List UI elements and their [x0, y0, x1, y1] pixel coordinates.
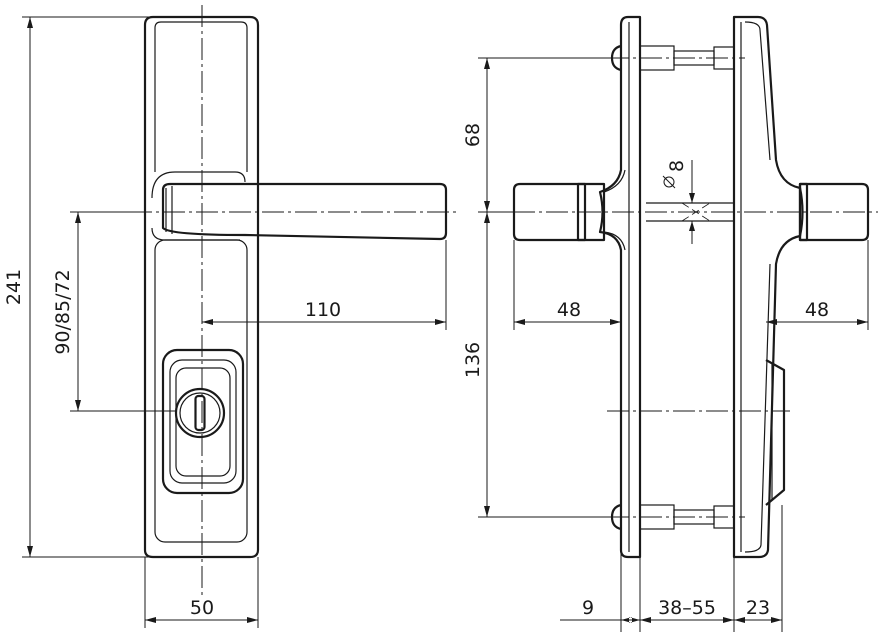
dim-handle-axis-to-key: 90/85/72	[52, 269, 74, 354]
outer-plate-profile	[598, 15, 642, 559]
dimension-lines	[22, 16, 869, 632]
outer-lever-stub	[512, 182, 606, 242]
escutcheon-plate	[143, 15, 260, 559]
dim-axis-to-lower-bolt: 136	[462, 342, 484, 378]
dim-overall-height: 241	[3, 269, 25, 305]
diameter-icon	[662, 175, 676, 189]
dim-outer-plate-thickness: 9	[582, 597, 594, 619]
inner-lever-stub	[798, 182, 870, 242]
key-slot	[194, 394, 206, 432]
lower-recess	[154, 239, 248, 543]
cylinder-guard	[161, 348, 245, 495]
cylinder-guard-profile	[765, 359, 786, 506]
front-view	[130, 5, 460, 595]
dim-upper-bolt-to-axis: 68	[462, 123, 484, 147]
dim-plate-width: 50	[190, 597, 214, 619]
side-view	[480, 15, 878, 559]
dim-square-spindle: 8	[666, 160, 688, 172]
dim-door-thickness-range: 38–55	[658, 597, 716, 619]
dim-handle-length: 110	[305, 299, 341, 321]
handle-rose-top	[151, 171, 246, 199]
keyhole-icon	[174, 387, 226, 439]
inner-plate-profile	[732, 15, 804, 559]
dim-right-handle-projection: 48	[805, 299, 829, 321]
dim-inner-plate-thickness: 23	[746, 597, 770, 619]
dim-left-handle-projection: 48	[557, 299, 581, 321]
lever-handle	[161, 182, 448, 241]
